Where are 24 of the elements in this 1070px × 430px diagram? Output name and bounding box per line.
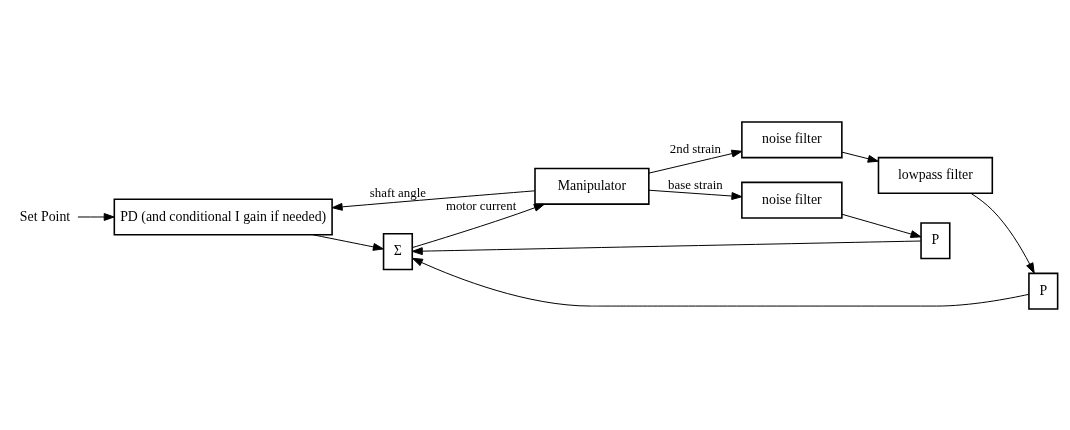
- node-box: PD (and conditional I gain if needed): [113, 197, 333, 236]
- arrow: [411, 203, 545, 248]
- edge-label: base strain: [668, 177, 723, 192]
- node-box: Manipulator: [534, 167, 650, 205]
- arrow: [970, 192, 1035, 274]
- node-box: lowpass filter: [877, 156, 994, 194]
- edge-label: motor current: [445, 198, 517, 213]
- node-box: noise filter: [741, 120, 843, 158]
- node-text: Set Point: [19, 208, 71, 224]
- arrow: [648, 149, 743, 174]
- edge-label: shaft angle: [369, 185, 426, 200]
- arrow: [312, 233, 384, 251]
- arrow: [77, 212, 115, 221]
- arrow: [411, 240, 922, 255]
- arrow: [841, 151, 879, 163]
- edge-label: 2nd strain: [669, 141, 721, 156]
- node-box: Σ: [382, 232, 414, 270]
- arrow: [412, 257, 1030, 307]
- node-box: noise filter: [741, 181, 843, 219]
- arrow: [331, 189, 536, 211]
- node-box: P: [920, 221, 951, 259]
- arrow: [648, 189, 743, 200]
- arrow: [841, 213, 922, 238]
- node-box: P: [1028, 272, 1059, 310]
